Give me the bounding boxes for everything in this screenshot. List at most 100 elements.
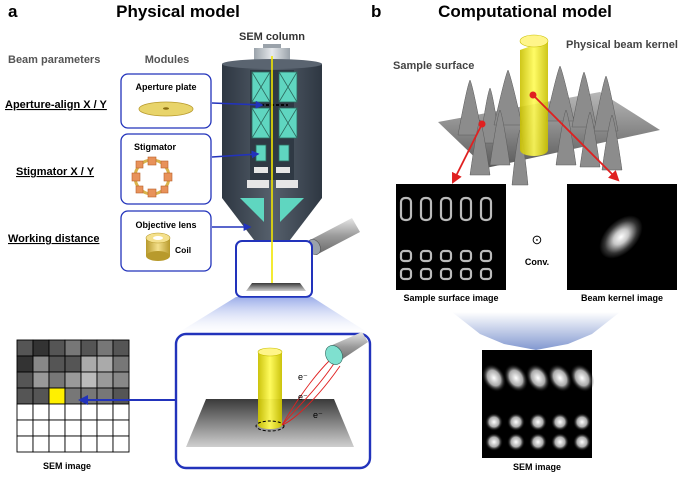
sem-grid-cell: [112, 403, 130, 421]
sim-blob-small: [529, 433, 547, 451]
sample-dot: [479, 267, 493, 281]
sem-grid-cell: [48, 371, 66, 389]
sem-grid-cell: [48, 355, 66, 373]
coil-icon: [145, 232, 171, 261]
sim-blob-small: [573, 413, 591, 431]
sem-grid-cell: [32, 419, 50, 437]
sim-blob-small: [485, 433, 503, 451]
module-stigmator: Stigmator: [120, 133, 212, 205]
sem-grid-cell: [80, 419, 98, 437]
sample-pillar: [419, 196, 433, 222]
sample-dot: [459, 249, 473, 263]
sem-grid-cell: [16, 339, 34, 357]
sem-grid-cell: [64, 419, 82, 437]
sim-blob-large: [547, 363, 573, 393]
panel-b-title: Computational model: [438, 2, 612, 21]
sem-grid-cell: [112, 419, 130, 437]
sample-dot: [419, 267, 433, 281]
sim-blob-small: [573, 433, 591, 451]
sim-blob-large: [481, 363, 507, 393]
sem-grid-cell: [112, 371, 130, 389]
param-working-distance: Working distance: [8, 233, 99, 245]
sem-grid-cell: [96, 355, 114, 373]
sem-grid-cell: [80, 403, 98, 421]
surface-peak: [579, 111, 601, 168]
sem-grid-cell: [96, 403, 114, 421]
sem-grid-cell: [48, 419, 66, 437]
param-aperture-align: Aperture-align X / Y: [5, 99, 108, 111]
arrow-aperture: [211, 100, 264, 109]
beam-kernel-image: [567, 184, 677, 290]
sem-image-label-b: SEM image: [513, 462, 561, 472]
sim-blob-large: [569, 363, 595, 393]
panel-b-letter: b: [371, 2, 381, 21]
sample-dot: [479, 249, 493, 263]
sem-grid-cell: [80, 435, 98, 453]
sem-grid-cell: [16, 435, 34, 453]
sem-grid-cell: [112, 435, 130, 453]
sem-grid-cell: [48, 403, 66, 421]
sem-grid-cell: [64, 387, 82, 405]
convolution-icon: ⊙: [532, 232, 543, 247]
sem-grid-cell: [112, 339, 130, 357]
surface-peak: [493, 69, 523, 126]
sim-blob-small: [551, 413, 569, 431]
sem-grid-cell: [48, 339, 66, 357]
sem-grid-cell: [64, 371, 82, 389]
sem-grid-cell: [16, 371, 34, 389]
sem-column-label: SEM column: [239, 31, 305, 43]
sem-grid-cell: [80, 339, 98, 357]
sem-grid-cell: [96, 371, 114, 389]
interaction-zoom: e⁻ e⁻ e⁻: [174, 332, 372, 470]
surface-peak: [457, 79, 483, 136]
beam-parameters-header: Beam parameters: [8, 54, 100, 66]
sem-grid-cell: [96, 339, 114, 357]
sample-dot: [439, 267, 453, 281]
sem-grid-cell: [16, 387, 34, 405]
detector-icon: [307, 218, 360, 255]
sem-grid-cell: [64, 355, 82, 373]
arrow-stigmator: [211, 150, 260, 159]
module-aperture-plate: Aperture plate: [120, 73, 212, 129]
sem-grid-cell: [96, 435, 114, 453]
sem-grid-cell: [112, 387, 130, 405]
panel-a-letter: a: [8, 2, 18, 21]
sem-grid-cell: [48, 387, 66, 405]
sem-grid-cell: [32, 371, 50, 389]
surface-peak: [555, 109, 577, 166]
sem-image-grid: [16, 339, 130, 453]
sem-grid-cell: [32, 339, 50, 357]
sample-dot: [439, 249, 453, 263]
sim-blob-small: [529, 413, 547, 431]
module-objective-lens: Objective lens Coil: [120, 210, 212, 272]
sem-image-label-a: SEM image: [43, 461, 91, 471]
surface-peak: [601, 114, 623, 171]
sim-blob-small: [507, 413, 525, 431]
sample-surface-label: Sample surface: [393, 60, 474, 72]
arrow-to-sample-image: [452, 123, 483, 184]
sample-pillar: [399, 196, 413, 222]
sample-surface-3d: [438, 34, 660, 186]
sem-grid-cell: [64, 339, 82, 357]
sample-stage-small: [235, 240, 313, 298]
sem-grid-cell: [32, 355, 50, 373]
sem-grid-cell: [16, 355, 34, 373]
coil-label: Coil: [175, 245, 191, 255]
sem-grid-cell: [80, 387, 98, 405]
sem-grid-cell: [96, 419, 114, 437]
electron-label-2: e⁻: [298, 392, 308, 402]
sample-image-label: Sample surface image: [403, 293, 498, 303]
module-label-stigmator: Stigmator: [134, 142, 177, 152]
surface-peak: [545, 65, 575, 122]
sample-pillar: [479, 196, 493, 222]
arrow-to-kernel-image: [532, 94, 620, 182]
sem-grid-cell: [80, 355, 98, 373]
result-arrow: [452, 312, 620, 350]
sim-blob-small: [507, 433, 525, 451]
module-label-aperture: Aperture plate: [135, 82, 196, 92]
kernel-image-label: Beam kernel image: [581, 293, 663, 303]
sim-blob-large: [503, 363, 529, 393]
sem-grid-cell: [32, 387, 50, 405]
module-label-objective: Objective lens: [135, 220, 196, 230]
